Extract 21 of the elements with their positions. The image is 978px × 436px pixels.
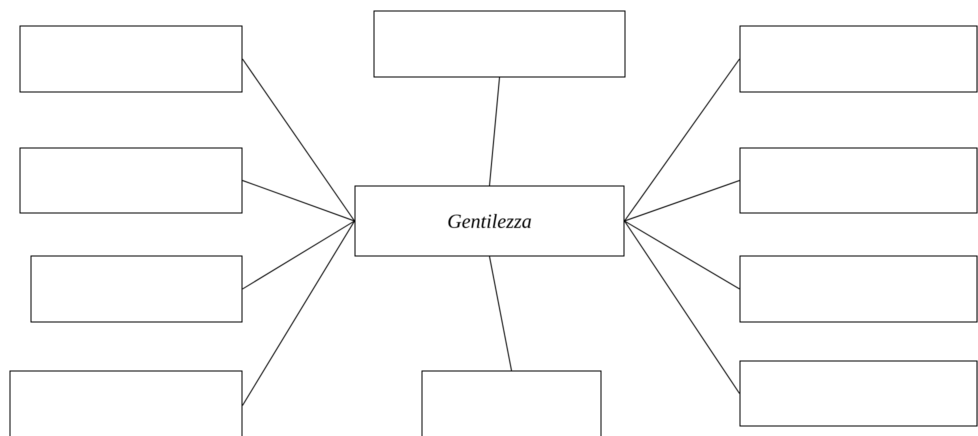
connector-line — [242, 220, 355, 290]
empty-box — [20, 26, 242, 92]
empty-box — [30, 256, 242, 322]
connector-line — [624, 58, 740, 222]
empty-box — [740, 26, 978, 92]
connector-line — [242, 180, 355, 222]
connector-line — [242, 58, 355, 222]
empty-box — [422, 370, 602, 436]
empty-box — [374, 10, 626, 78]
empty-box — [20, 148, 242, 214]
connector-line — [242, 220, 355, 406]
empty-box — [740, 360, 978, 426]
empty-box — [740, 256, 978, 322]
connector-line — [624, 220, 740, 394]
connector-line — [489, 77, 500, 186]
empty-box — [740, 148, 978, 214]
connector-line — [489, 256, 512, 371]
concept-box: Gentilezza — [354, 186, 624, 256]
empty-box — [10, 370, 242, 436]
connector-line — [624, 220, 740, 290]
connector-line — [624, 180, 740, 222]
